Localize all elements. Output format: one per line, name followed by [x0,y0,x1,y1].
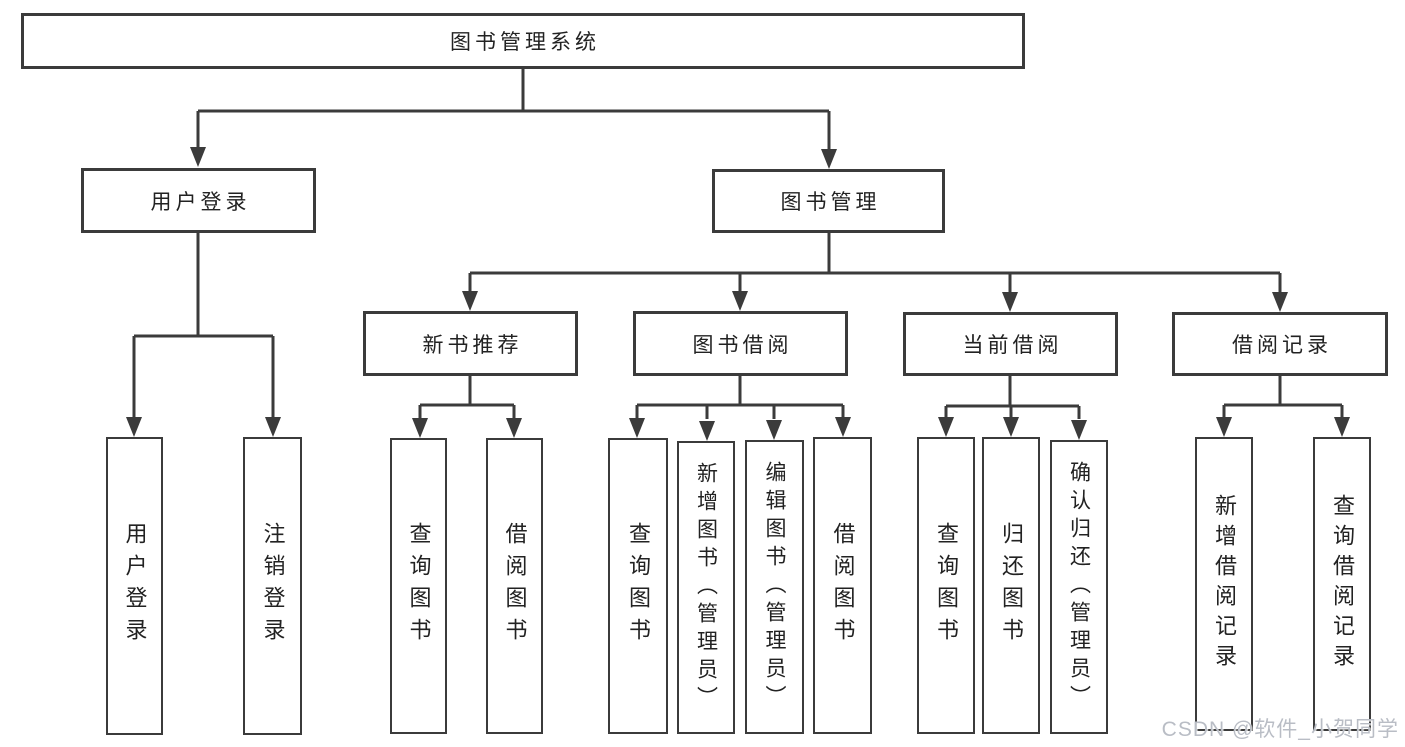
leaf-logout-label: 注销登录 [260,522,286,650]
node-new-book-recommend: 新书推荐 [363,311,578,376]
connector-user-login-children [126,233,281,437]
leaf-add-borrow-record: 新增借阅记录 [1195,437,1253,731]
leaf-query-books-recommend: 查询图书 [390,438,447,734]
leaf-query-borrow-record: 查询借阅记录 [1313,437,1371,731]
node-book-management-label: 图书管理 [780,191,881,214]
leaf-user-login-label: 用户登录 [122,522,148,650]
leaf-user-login: 用户登录 [106,437,163,735]
node-user-login: 用户登录 [81,168,316,233]
node-book-management: 图书管理 [712,169,945,233]
leaf-edit-books-admin: 编辑图书（管理员） [745,440,804,734]
leaf-query-books-recommend-label: 查询图书 [406,522,432,650]
node-library-system: 图书管理系统 [21,13,1025,69]
leaf-edit-books-admin-label: 编辑图书（管理员） [763,461,786,713]
node-book-borrowing: 图书借阅 [633,311,848,376]
connector-records-children [1216,376,1350,437]
connector-book-borrowing-children [629,376,851,441]
leaf-query-books-borrowing: 查询图书 [608,438,668,734]
leaf-return-books-label: 归还图书 [999,521,1024,650]
leaf-confirm-return-admin: 确认归还（管理员） [1050,440,1108,734]
leaf-borrow-books-recommend-label: 借阅图书 [502,522,528,650]
leaf-query-books-current: 查询图书 [917,437,975,734]
leaf-return-books: 归还图书 [982,437,1040,734]
watermark-text: CSDN @软件_小贺同学 [1161,718,1399,741]
leaf-add-books-admin: 新增图书（管理员） [677,441,735,734]
node-borrowing-records-label: 借阅记录 [1232,334,1332,357]
node-borrowing-records: 借阅记录 [1172,312,1388,376]
leaf-borrow-books-borrowing: 借阅图书 [813,437,872,734]
leaf-add-books-admin-label: 新增图书（管理员） [694,461,718,714]
connector-new-book-children [412,376,522,438]
leaf-confirm-return-admin-label: 确认归还（管理员） [1067,461,1091,713]
connector-book-management-children [462,233,1288,312]
connector-root-to-level2 [190,69,837,169]
leaf-query-books-borrowing-label: 查询图书 [626,522,651,650]
leaf-query-books-current-label: 查询图书 [934,521,959,650]
node-book-borrowing-label: 图书借阅 [692,333,793,357]
leaf-query-borrow-record-label: 查询借阅记录 [1330,494,1355,674]
node-current-borrowing: 当前借阅 [903,312,1118,376]
leaf-logout: 注销登录 [243,437,302,735]
leaf-borrow-books-recommend: 借阅图书 [486,438,543,734]
node-new-book-recommend-label: 新书推荐 [422,333,523,357]
node-user-login-label: 用户登录 [150,190,251,214]
node-library-system-label: 图书管理系统 [450,31,600,54]
node-current-borrowing-label: 当前借阅 [962,334,1063,357]
connector-current-borrowing-children [938,376,1087,440]
leaf-borrow-books-borrowing-label: 借阅图书 [830,521,856,650]
leaf-add-borrow-record-label: 新增借阅记录 [1212,494,1237,674]
